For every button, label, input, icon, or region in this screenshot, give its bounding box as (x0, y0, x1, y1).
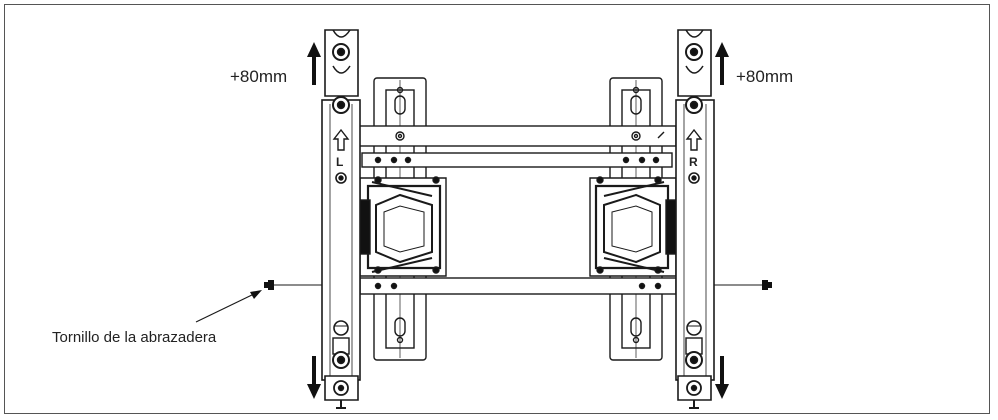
offset-label-left: +80mm (230, 67, 287, 86)
bottom-cross-bar (359, 277, 677, 295)
offset-label-right: +80mm (736, 67, 793, 86)
side-label-right: R (689, 155, 698, 169)
arm-assembly-left (355, 176, 447, 277)
arrow-up-outline-icon (332, 128, 350, 151)
callout-label: Tornillo de la abrazadera (52, 329, 217, 346)
arrow-up-icon (715, 42, 729, 85)
arrow-up-outline-icon (685, 128, 703, 151)
bracket-right (675, 29, 715, 409)
figure-frame (4, 4, 990, 414)
top-cross-bar (355, 125, 677, 147)
screw-icon (714, 280, 772, 290)
arrow-down-icon (307, 356, 321, 399)
callout-leader (195, 290, 262, 323)
side-label-left: L (336, 155, 343, 169)
arm-assembly-right (589, 176, 681, 277)
screw-icon (264, 280, 322, 290)
arrow-down-icon (715, 356, 729, 399)
arrow-up-icon (307, 42, 321, 85)
bracket-left (321, 29, 361, 409)
second-cross-bar (361, 152, 673, 168)
